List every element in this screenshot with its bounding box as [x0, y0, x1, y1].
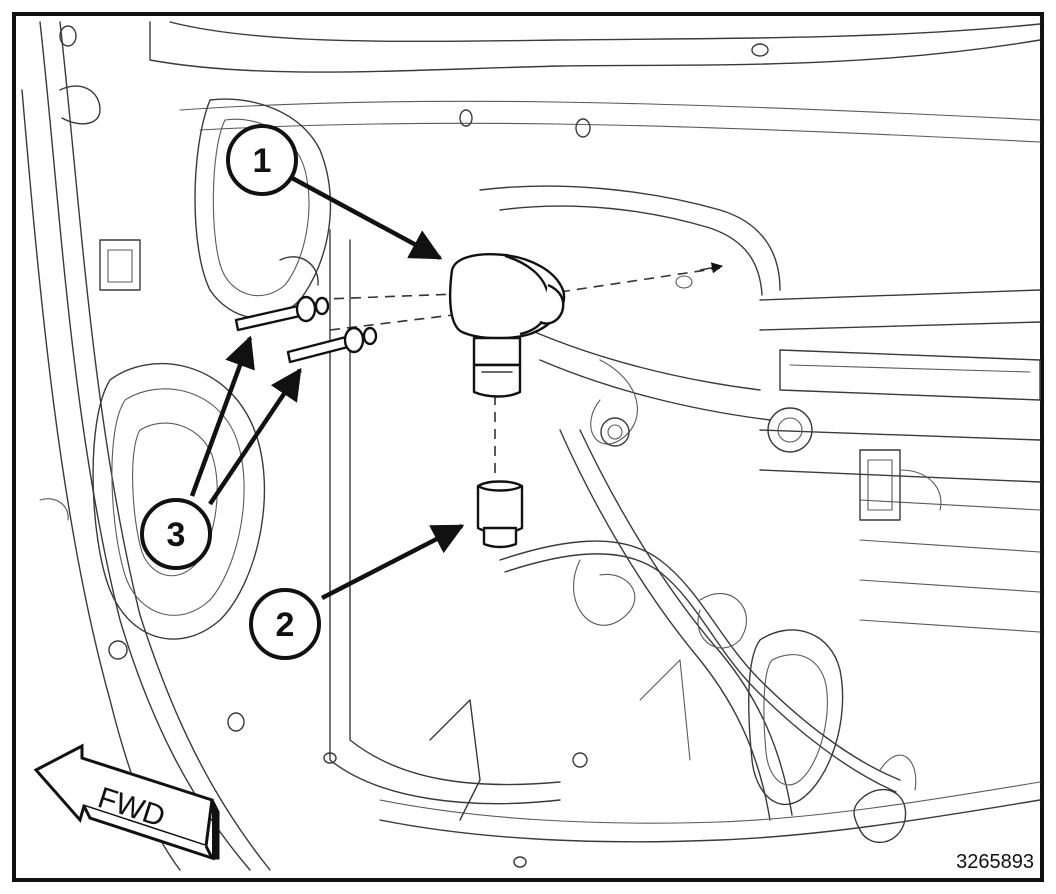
- component-1-housing: [448, 253, 566, 398]
- callout-3-label: 3: [167, 516, 186, 554]
- fwd-arrow: FWD: [33, 743, 220, 861]
- callout-1-label: 1: [253, 142, 272, 180]
- leader-2: [320, 523, 465, 601]
- component-3-fasteners: [234, 295, 378, 364]
- callout-2-label: 2: [276, 606, 295, 644]
- figure-number: 3265893: [956, 851, 1034, 873]
- callout-3: 3: [140, 498, 212, 570]
- leader-lines: [189, 176, 465, 601]
- leader-3b: [208, 367, 302, 506]
- callout-2: 2: [249, 588, 321, 660]
- arrow-left-icon: [33, 743, 214, 848]
- leader-1: [290, 176, 443, 260]
- leader-3a: [189, 335, 255, 497]
- callout-1: 1: [226, 124, 298, 196]
- component-2-connector: [476, 480, 524, 549]
- figure-border: [12, 12, 1044, 882]
